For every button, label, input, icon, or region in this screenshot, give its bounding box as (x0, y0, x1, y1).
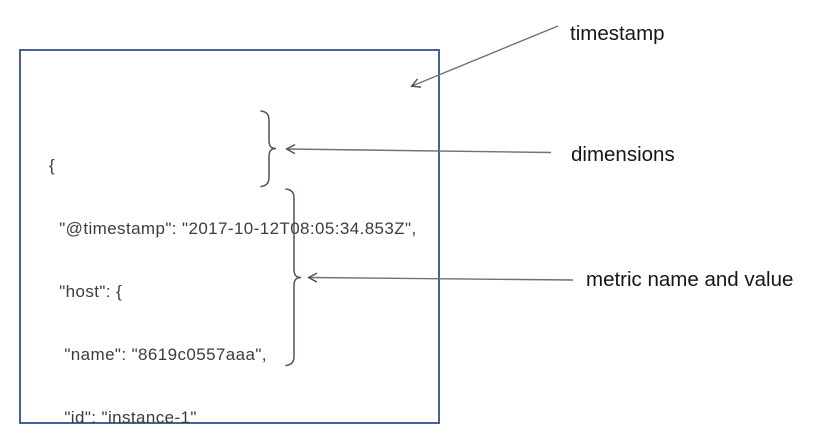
timestamp-label: timestamp (570, 22, 665, 45)
code-line-host-name: "name": "8619c0557aaa", (49, 345, 267, 364)
code-line-host-open: "host": { (49, 282, 123, 301)
code-line-open-brace: { (49, 156, 56, 175)
json-document-box: { "@timestamp": "2017-10-12T08:05:34.853… (19, 49, 440, 427)
metric-name-and-value-label: metric name and value (586, 268, 794, 291)
dimensions-label: dimensions (571, 143, 675, 166)
json-code-block: { "@timestamp": "2017-10-12T08:05:34.853… (49, 113, 417, 437)
code-line-timestamp: "@timestamp": "2017-10-12T08:05:34.853Z"… (49, 219, 417, 238)
code-line-host-id: "id": "instance-1" (49, 408, 197, 427)
